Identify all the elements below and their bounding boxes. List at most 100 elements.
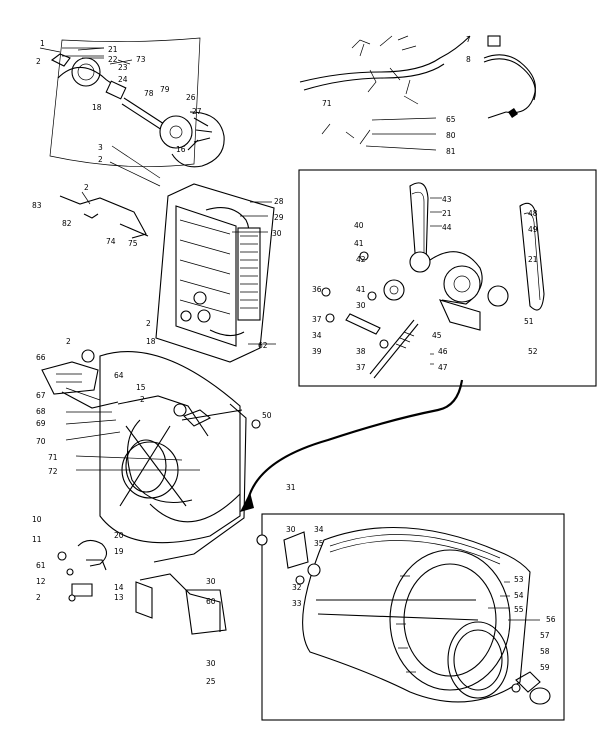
callout-c51: 49 — [528, 225, 538, 234]
callout-c31: 18 — [146, 337, 156, 346]
callout-c12: 27 — [192, 107, 202, 116]
callout-c24: 82 — [62, 219, 72, 228]
callout-c25: 74 — [106, 237, 116, 246]
wiring-harness — [299, 35, 471, 151]
callout-c5: 73 — [136, 55, 146, 64]
power-cord — [483, 35, 536, 119]
callout-c62: 71 — [48, 453, 58, 462]
callout-c92: 59 — [540, 663, 550, 672]
callout-c83: 60 — [206, 597, 216, 606]
callout-c23: 83 — [32, 201, 42, 210]
callout-c87: 54 — [514, 591, 524, 600]
callout-c2: 21 — [108, 45, 118, 54]
callout-c48: 46 — [438, 347, 448, 356]
callout-c50: 48 — [528, 209, 538, 218]
callout-c19: 65 — [446, 115, 456, 124]
callout-c77: 30 — [286, 525, 296, 534]
callout-c66: 50 — [262, 411, 272, 420]
callout-c17: 8 — [466, 55, 471, 64]
callout-c18: 71 — [322, 99, 332, 108]
callout-c54: 52 — [528, 347, 538, 356]
callout-c65: 2 — [140, 395, 145, 404]
callout-c69: 20 — [114, 531, 124, 540]
callout-c57: 64 — [114, 371, 124, 380]
callout-c85: 25 — [206, 677, 216, 686]
callout-c91: 58 — [540, 647, 550, 656]
leader-lines — [62, 47, 540, 621]
callout-c45: 38 — [356, 347, 366, 356]
callout-c35: 44 — [442, 223, 452, 232]
lower-left-parts — [57, 539, 153, 619]
callout-c29: 30 — [272, 229, 282, 238]
callout-c60: 69 — [36, 419, 46, 428]
callout-c3: 22 — [108, 55, 118, 64]
callout-c9: 78 — [144, 89, 154, 98]
callout-c26: 75 — [128, 239, 138, 248]
callout-c82: 30 — [206, 577, 216, 586]
callout-c30: 2 — [146, 319, 151, 328]
callout-c1: 1 — [40, 39, 45, 48]
callout-c4: 2 — [36, 57, 41, 66]
rear-bulkhead — [41, 349, 464, 635]
callout-c34: 21 — [442, 209, 452, 218]
callout-c41: 37 — [312, 315, 322, 324]
callout-c70: 19 — [114, 547, 124, 556]
callout-c37: 41 — [354, 239, 364, 248]
callout-c49: 47 — [438, 363, 448, 372]
motor-inset — [298, 169, 597, 387]
callout-c33: 43 — [442, 195, 452, 204]
callout-c79: 35 — [314, 539, 324, 548]
callout-c64: 15 — [136, 383, 146, 392]
callout-c15: 2 — [98, 155, 103, 164]
callout-c61: 70 — [36, 437, 46, 446]
callout-c56: 2 — [66, 337, 71, 346]
callout-c86: 53 — [514, 575, 524, 584]
callout-c10: 79 — [160, 85, 170, 94]
callout-c68: 11 — [32, 535, 42, 544]
callout-c53: 51 — [524, 317, 534, 326]
callout-c7: 24 — [118, 75, 128, 84]
callout-c6: 23 — [118, 63, 128, 72]
callout-c44: 30 — [356, 301, 366, 310]
callout-c55: 66 — [36, 353, 46, 362]
callout-c76: 31 — [286, 483, 296, 492]
callout-c81: 33 — [292, 599, 302, 608]
callout-c80: 32 — [292, 583, 302, 592]
callout-c8: 18 — [92, 103, 102, 112]
callout-c21: 81 — [446, 147, 456, 156]
callout-c47: 45 — [432, 331, 442, 340]
callout-c46: 37 — [356, 363, 366, 372]
callout-c58: 67 — [36, 391, 46, 400]
callout-c38: 42 — [356, 255, 366, 264]
callout-c28: 29 — [274, 213, 284, 222]
callout-c27: 28 — [274, 197, 284, 206]
callout-c20: 80 — [446, 131, 456, 140]
callout-c72: 12 — [36, 577, 46, 586]
callout-c11: 26 — [186, 93, 196, 102]
callout-c74: 2 — [36, 593, 41, 602]
callout-c71: 61 — [36, 561, 46, 570]
callout-c36: 40 — [354, 221, 364, 230]
callout-c63: 72 — [48, 467, 58, 476]
blower-assembly — [39, 37, 225, 168]
callout-c43: 39 — [312, 347, 322, 356]
callout-c73: 14 — [114, 583, 124, 592]
drum-assembly — [256, 513, 565, 721]
heater-panel — [59, 183, 275, 363]
callout-c32: 62 — [258, 341, 268, 350]
callout-c90: 57 — [540, 631, 550, 640]
callout-c89: 56 — [546, 615, 556, 624]
callout-c78: 34 — [314, 525, 324, 534]
callout-c16: 7 — [466, 35, 471, 44]
callout-c75: 13 — [114, 593, 124, 602]
callout-c88: 55 — [514, 605, 524, 614]
callout-c14: 3 — [98, 143, 103, 152]
callout-c13: 16 — [176, 145, 186, 154]
callout-c42: 34 — [312, 331, 322, 340]
callout-c39: 41 — [356, 285, 366, 294]
callout-c59: 68 — [36, 407, 46, 416]
callout-c22: 2 — [84, 183, 89, 192]
callout-c52: 21 — [528, 255, 538, 264]
